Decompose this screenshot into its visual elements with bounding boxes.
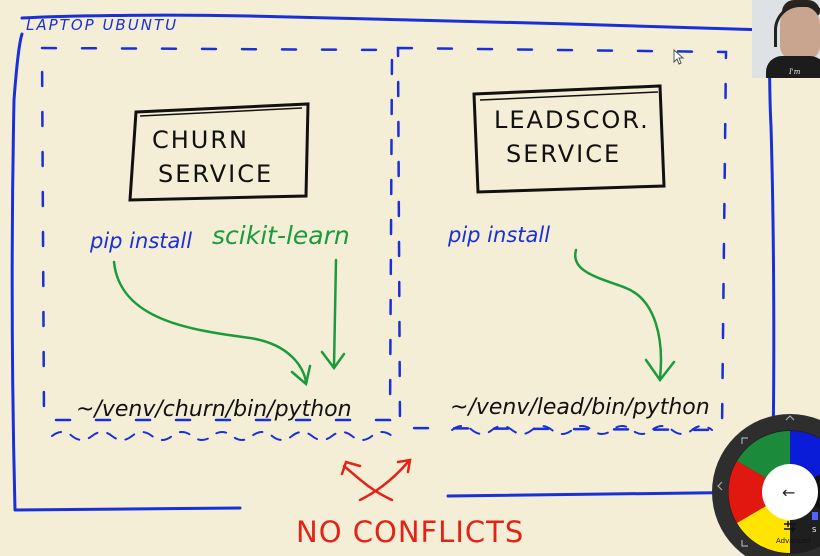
leadscore-service-line1: LEADSCOR.: [494, 106, 650, 134]
churn-service-box: CHURN SERVICE: [128, 102, 310, 202]
package-arrow: [320, 258, 346, 371]
webcam-caption: I'm: [789, 68, 801, 76]
pen-wheel-center[interactable]: [762, 464, 818, 520]
wheel-partial-label: S: [812, 526, 817, 534]
pen-color-wheel[interactable]: ← Advanced S: [712, 414, 820, 556]
churn-service-line1: CHURN: [152, 126, 249, 154]
left-path-underline: [51, 431, 393, 441]
wheel-chevron-left-icon[interactable]: [717, 481, 723, 491]
laptop-label: LAPTOP UBUNTU: [26, 16, 178, 34]
churn-python-path: ~/venv/churn/bin/python: [76, 397, 352, 422]
leadscore-service-box: LEADSCOR. SERVICE: [472, 84, 666, 194]
right-path-underline: [451, 425, 713, 435]
wheel-corner-mark-bottom-icon: [741, 540, 748, 547]
back-arrow-icon[interactable]: ←: [782, 483, 795, 502]
mouse-pointer-icon: [673, 49, 685, 65]
churn-service-line2: SERVICE: [158, 160, 273, 188]
no-conflict-cross-icon: [340, 458, 412, 502]
sliders-icon: [784, 521, 796, 532]
laptop-frame: [10, 13, 776, 512]
advanced-label: Advanced: [776, 537, 811, 545]
advanced-button[interactable]: Advanced: [776, 521, 811, 545]
webcam-video: I'm: [752, 0, 820, 78]
left-pip-install-text: pip install: [89, 229, 192, 253]
leadscore-service-line2: SERVICE: [506, 140, 621, 168]
left-install-arrow: [112, 260, 312, 387]
no-conflicts-text: NO CONFLICTS: [296, 515, 524, 549]
wheel-chevron-up-icon[interactable]: [785, 415, 795, 421]
right-pip-install-text: pip install: [447, 223, 550, 247]
webcam-person-body: [766, 56, 820, 78]
wheel-corner-mark-icon: [741, 437, 748, 444]
left-venv-box: [40, 46, 394, 422]
pen-color-red[interactable]: [728, 461, 790, 523]
webcam-headset: [774, 4, 820, 47]
scikit-learn-text: scikit-learn: [212, 221, 350, 250]
right-install-arrow: [573, 248, 676, 383]
lead-python-path: ~/venv/lead/bin/python: [450, 395, 710, 420]
wheel-side-tool-icon[interactable]: [812, 512, 818, 520]
